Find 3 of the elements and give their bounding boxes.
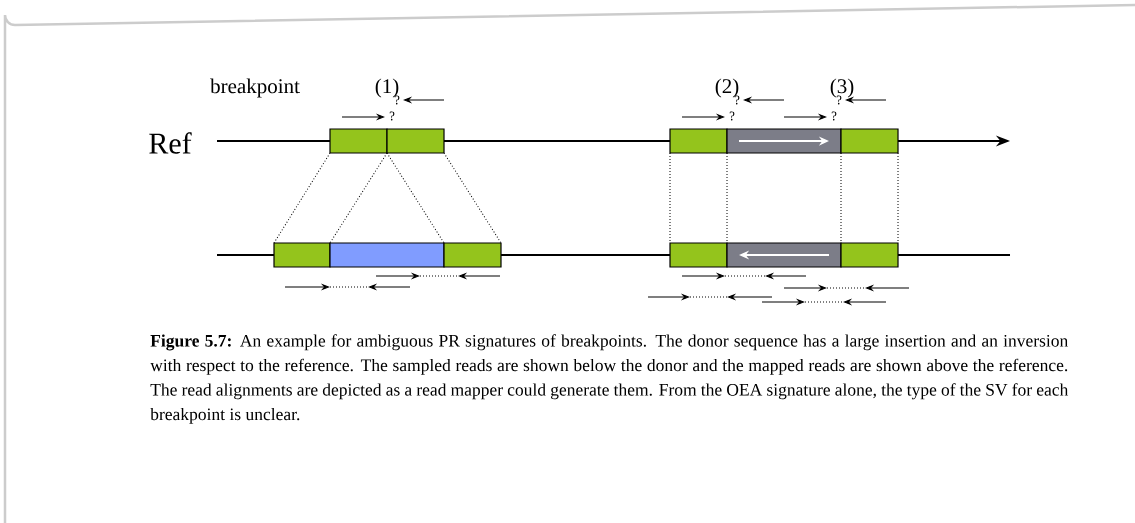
breakpoint-label: breakpoint	[210, 78, 300, 98]
figure-caption: Figure 5.7: An example for ambiguous PR signatures of breakpoints. The donor sequence has a large insertion and an inversion with respect to the reference. The sampled reads are shown below the donor and the mapped reads are shown above the reference. The read alignments are depicted as a read mapper could generate them. From the OEA signature alone, the type of the SV for each breakpoint is unclear.	[150, 334, 1069, 424]
reference-label: Ref	[149, 132, 192, 154]
